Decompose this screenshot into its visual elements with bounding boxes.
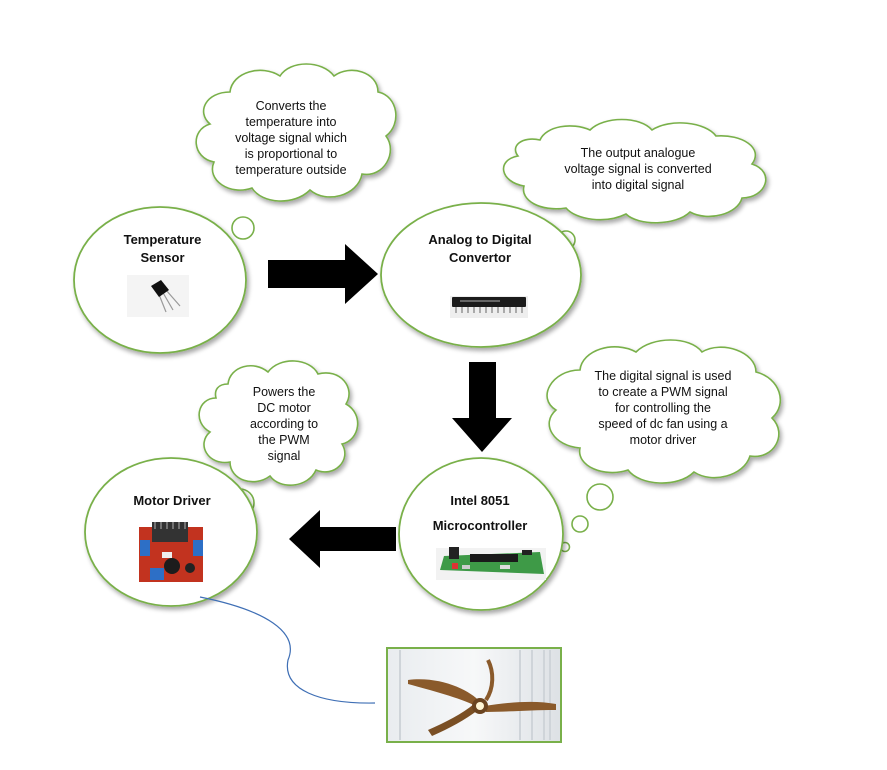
thought-text-adc: The output analogue voltage signal is co… xyxy=(564,146,712,192)
thought-cloud-microcontroller xyxy=(546,339,782,484)
thought-cloud-motor-driver xyxy=(198,360,359,486)
arrow-down xyxy=(452,362,512,452)
thought-cloud-adc xyxy=(502,118,767,224)
temperature-sensor-photo xyxy=(127,275,189,317)
thought-text-motor-driver: Powers the DC motor according to the PWM… xyxy=(249,385,319,463)
node-title-microcontroller-line1: Intel 8051 xyxy=(450,493,510,508)
thought-bubble-dot xyxy=(586,483,614,511)
connector-line xyxy=(199,596,376,704)
arrow-right xyxy=(268,244,378,304)
thought-text-microcontroller: The digital signal is used to create a P… xyxy=(594,369,732,447)
node-title-temperature-sensor: Temperature Sensor xyxy=(123,232,202,265)
motor-driver-photo xyxy=(139,522,203,582)
node-title-microcontroller-line2: Microcontroller xyxy=(432,518,528,533)
thought-bubble-dot xyxy=(571,515,589,533)
node-title-motor-driver: Motor Driver xyxy=(133,493,211,508)
ceiling-fan-photo xyxy=(386,647,562,743)
node-title-adc: Analog to Digital Convertor xyxy=(428,232,532,265)
8051-board-photo xyxy=(436,547,546,580)
thought-bubble-dot xyxy=(231,216,255,240)
arrow-left xyxy=(289,510,396,568)
thought-text-temp-sensor: Converts the temperature into voltage si… xyxy=(235,99,347,177)
thought-cloud-temp-sensor xyxy=(195,63,397,202)
node-adc xyxy=(380,202,582,348)
adc-chip-photo xyxy=(450,296,528,318)
